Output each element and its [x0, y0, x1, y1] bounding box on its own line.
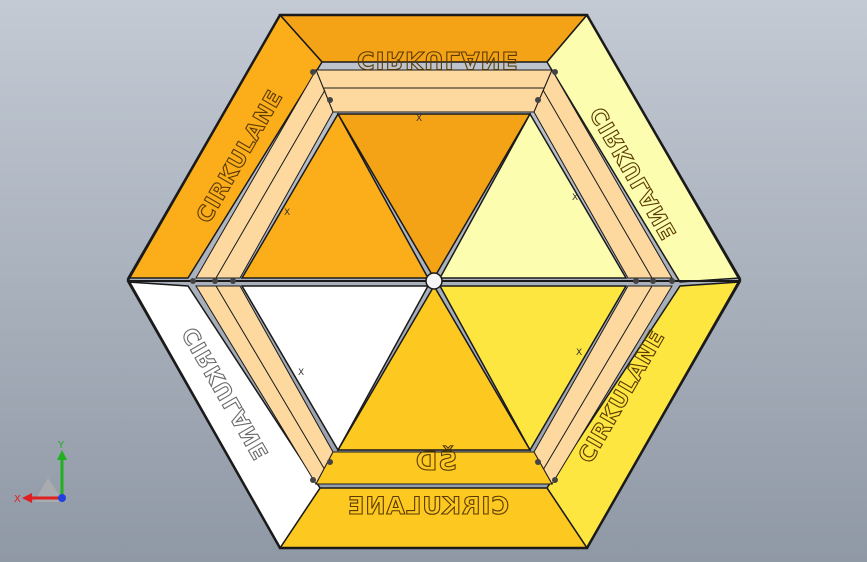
mark-bottom-left: X [298, 368, 304, 378]
y-axis-label: Y [57, 440, 65, 451]
mark-top-left: X [284, 208, 290, 218]
triangle-bottom-left[interactable] [240, 285, 430, 452]
triangle-bottom[interactable] [336, 284, 532, 451]
triangle-top-right[interactable] [438, 112, 628, 279]
x-arrow-head [22, 493, 32, 503]
frame-band-bottom [315, 451, 553, 485]
y-arrow-head [57, 450, 67, 460]
triad-base-shape [34, 478, 64, 502]
triangle-top[interactable] [336, 113, 532, 280]
fasteners [190, 69, 675, 483]
engraving-top: CIRKULANE [357, 46, 519, 74]
mark-bottom-right: X [576, 348, 582, 358]
x-axis-label: X [14, 494, 21, 505]
triangle-top-left[interactable] [240, 112, 430, 279]
center-label: ŠD [415, 445, 457, 477]
center-hub [425, 272, 443, 290]
triangle-bottom-right[interactable] [438, 285, 628, 452]
mark-top: X [416, 114, 422, 124]
reference-triad: Y X [14, 440, 67, 505]
z-axis-dot [58, 494, 66, 502]
engraving-bottom: CIRKULANE [347, 492, 509, 520]
hexagon-outline [126, 13, 742, 550]
mark-top-right: X [572, 193, 578, 203]
frame-band-top-left [195, 68, 334, 279]
frame-band-top [315, 69, 553, 113]
